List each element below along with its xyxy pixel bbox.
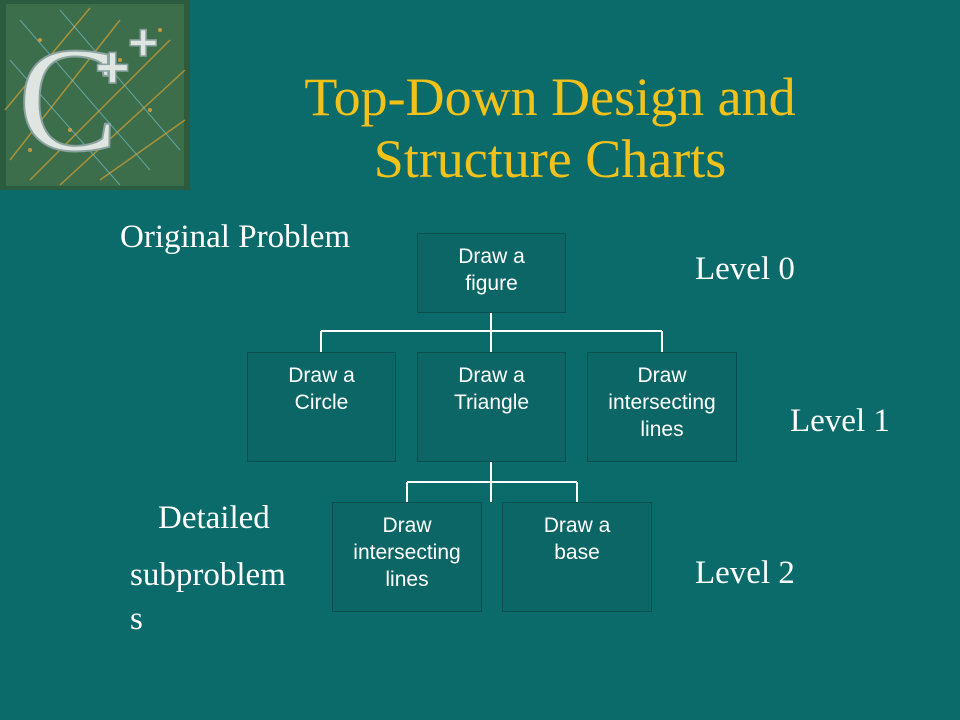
subproblems-label-tail: s <box>130 601 143 637</box>
slide-title: Top-Down Design and Structure Charts <box>250 66 850 190</box>
box-line: base <box>554 541 600 564</box>
level-1-label: Level 1 <box>790 403 890 439</box>
svg-text:+: + <box>128 14 158 72</box>
detailed-label: Detailed <box>158 500 270 536</box>
original-problem-label: Original Problem <box>120 219 351 255</box>
box-line: intersecting <box>353 541 461 564</box>
box-draw-a-figure: Draw a figure <box>417 233 566 313</box>
box-line: Draw a <box>458 364 525 387</box>
box-line: Draw a <box>458 245 525 268</box>
box-line: Draw <box>382 514 432 537</box>
cpp-logo: C + + <box>0 0 190 190</box>
box-line: Draw <box>637 364 687 387</box>
title-line-1: Top-Down Design and <box>304 67 796 127</box>
svg-text:+: + <box>95 34 130 101</box>
cpp-book-cover-icon: C + + <box>0 0 190 190</box>
box-draw-a-base: Draw a base <box>502 502 652 612</box>
subproblems-label: subproblem <box>130 557 286 593</box>
box-line: Draw a <box>543 514 611 537</box>
box-draw-intersecting-lines-level2: Draw intersecting lines <box>332 502 482 612</box>
box-draw-intersecting-lines-level1: Draw intersecting lines <box>587 352 737 462</box>
title-line-2: Structure Charts <box>373 129 727 189</box>
box-draw-a-triangle: Draw a Triangle <box>417 352 566 462</box>
box-line: Triangle <box>453 391 530 414</box>
box-line: Draw a <box>288 364 355 387</box>
level-2-label: Level 2 <box>695 555 795 591</box>
box-line: figure <box>465 272 518 295</box>
box-line: intersecting <box>608 391 716 414</box>
level-0-label: Level 0 <box>695 251 795 287</box>
box-draw-a-circle: Draw a Circle <box>247 352 396 462</box>
box-line: Circle <box>294 391 349 414</box>
box-line: lines <box>640 418 684 441</box>
box-line: lines <box>385 568 429 591</box>
svg-text:C: C <box>18 17 118 183</box>
